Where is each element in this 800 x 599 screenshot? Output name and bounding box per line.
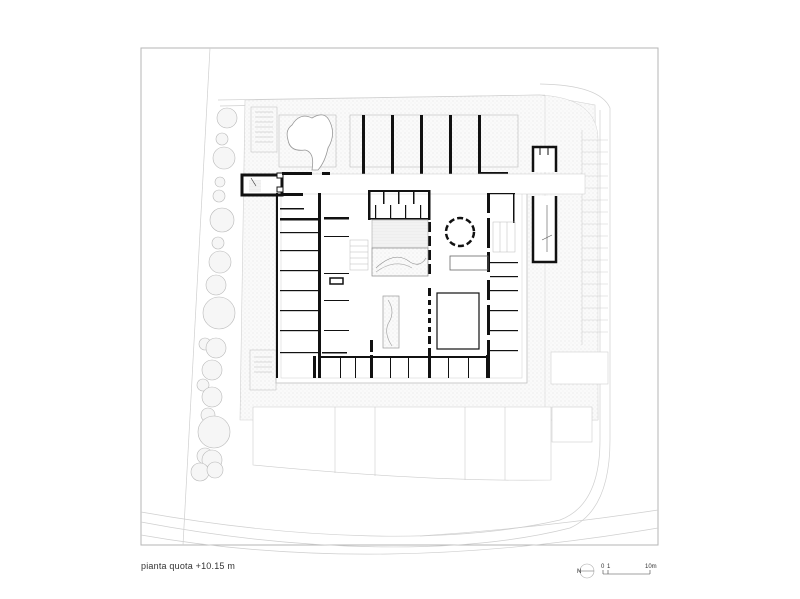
garden-courtyard bbox=[278, 114, 337, 171]
interior-walls bbox=[276, 190, 518, 378]
east-west-bridge bbox=[279, 173, 586, 195]
scale-bar: 0 1 10m bbox=[601, 564, 657, 575]
east-towers bbox=[531, 145, 558, 264]
scale-tick-0: 0 bbox=[601, 564, 605, 570]
north-arrow: N bbox=[577, 563, 595, 579]
north-bays bbox=[349, 114, 519, 175]
drawing-frame bbox=[140, 47, 659, 546]
scale-tick-1: 1 bbox=[607, 564, 611, 570]
inner-courtyards bbox=[371, 219, 429, 349]
west-stairs bbox=[249, 106, 278, 391]
svg-text:N: N bbox=[577, 569, 581, 575]
scale-tick-10m: 10m bbox=[645, 564, 657, 570]
interior-stairs bbox=[349, 221, 516, 271]
south-parking bbox=[252, 406, 593, 481]
west-stair-tower bbox=[240, 172, 330, 197]
circular-room bbox=[444, 216, 476, 248]
drawing-caption: pianta quota +10.15 m bbox=[141, 561, 236, 571]
site-context bbox=[140, 47, 659, 555]
east-parking bbox=[550, 130, 609, 385]
building-outline bbox=[275, 177, 528, 384]
tree-row bbox=[190, 107, 238, 482]
